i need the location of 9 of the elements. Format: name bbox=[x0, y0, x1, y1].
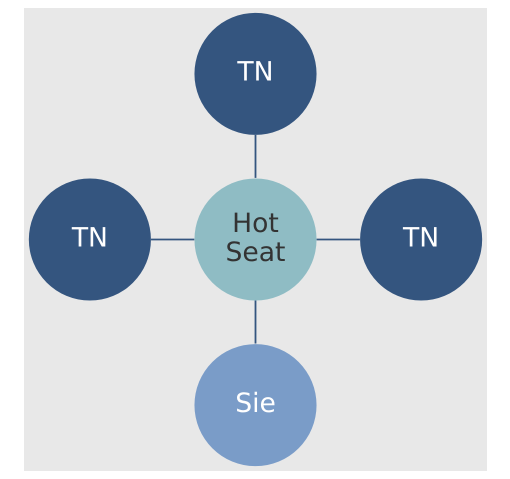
node-circle: TN bbox=[28, 178, 150, 301]
connector bbox=[254, 134, 256, 178]
node-circle: TN bbox=[360, 178, 482, 301]
node-circle: Hot Seat bbox=[194, 178, 316, 301]
node-circle: Sie bbox=[194, 344, 316, 466]
connector bbox=[254, 300, 256, 344]
node-circle: TN bbox=[194, 12, 316, 135]
connector bbox=[316, 238, 360, 240]
connector bbox=[150, 238, 194, 240]
